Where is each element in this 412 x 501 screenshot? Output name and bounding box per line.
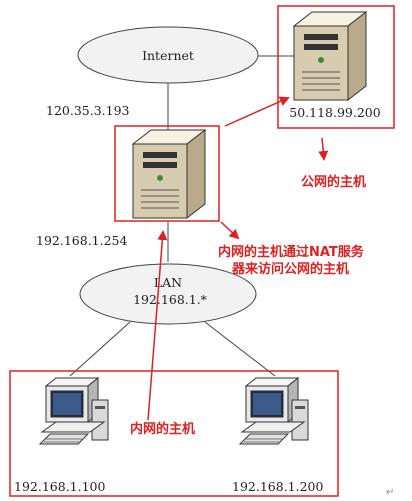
annotation-internal-host: 内网的主机: [130, 421, 195, 437]
internet-cloud: [77, 26, 259, 84]
annotation-public-host: 公网的主机: [301, 174, 366, 190]
gateway-ip-public: 120.35.3.193: [46, 103, 130, 118]
link-lan-client-right: [204, 321, 276, 377]
annotation-nat-line2: 器来访问公网的主机: [231, 261, 349, 277]
client-right-pc: [239, 377, 309, 445]
internet-label: Internet: [142, 48, 194, 63]
gateway-ip-private: 192.168.1.254: [36, 233, 127, 248]
return-mark: ↵: [386, 487, 394, 498]
nat-gateway-server: [132, 129, 206, 219]
arrow-gateway-to-public-host: [224, 96, 290, 127]
arrow-client-to-gateway: [147, 230, 168, 421]
lan-cloud: [79, 263, 257, 325]
arrow-public-host-to-label: [318, 137, 329, 161]
annotation-nat-line1: 内网的主机通过NAT服务: [218, 244, 365, 260]
lan-subnet: 192.168.1.*: [133, 292, 208, 307]
public-host-highlight: [277, 5, 395, 129]
link-lan-client-left: [69, 321, 131, 377]
client-right-ip: 192.168.1.200: [232, 479, 323, 494]
gateway-highlight: [114, 125, 220, 222]
arrow-gateway-to-nat-note: [220, 221, 240, 240]
internal-hosts-highlight: [9, 370, 339, 497]
lan-label: LAN: [154, 275, 182, 290]
public-host-ip: 50.118.99.200: [289, 105, 380, 120]
public-host-server: [293, 11, 367, 101]
client-left-pc: [39, 377, 109, 445]
client-left-ip: 192.168.1.100: [14, 479, 105, 494]
